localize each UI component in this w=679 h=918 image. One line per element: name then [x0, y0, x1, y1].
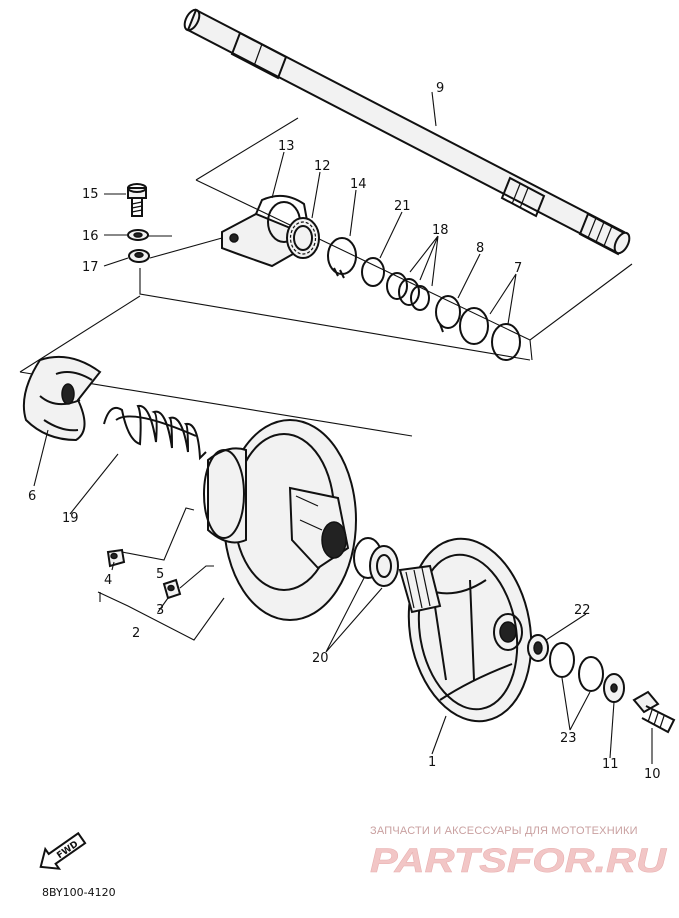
callout-14: 14 [350, 177, 367, 192]
callout-13: 13 [278, 139, 295, 154]
washer-part-11 [603, 673, 625, 703]
callout-15: 15 [82, 187, 99, 202]
washer-set-part-23 [549, 642, 604, 692]
ring-set-part-18 [386, 272, 430, 311]
callout-22: 22 [574, 603, 591, 618]
callout-2: 2 [132, 626, 140, 641]
callout-21: 21 [394, 199, 411, 214]
callout-10: 10 [644, 767, 661, 782]
collar-part-22 [527, 634, 549, 662]
nut-part-17 [128, 249, 150, 263]
fwd-label: FWD [55, 839, 80, 861]
bolt-part-10 [632, 690, 676, 734]
bolt-part-3 [162, 578, 182, 600]
circlip-part-8 [435, 295, 461, 333]
callout-20: 20 [312, 651, 329, 666]
callout-12: 12 [314, 159, 331, 174]
movable-sheave [203, 419, 357, 621]
callout-4: 4 [104, 573, 112, 588]
watermark-tagline: ЗАПЧАСТИ И АКСЕССУАРЫ ДЛЯ МОТОТЕХНИКИ [370, 825, 638, 837]
bolt-dashed-link [19, 235, 531, 437]
callout-23: 23 [560, 731, 577, 746]
callout-8: 8 [476, 241, 484, 256]
callout-11: 11 [602, 757, 619, 772]
callout-19: 19 [62, 511, 79, 526]
callout-labels: 9 13 12 14 21 18 8 7 15 16 17 6 19 4 5 3… [28, 81, 661, 782]
watermark-logo: PARTSFOR.RU [370, 842, 668, 880]
bearing-part-12 [286, 217, 320, 259]
callout-5: 5 [156, 567, 164, 582]
callout-18: 18 [432, 223, 449, 238]
diagram-code: 8BY100-4120 [42, 886, 116, 899]
bearing-holder-part-13 [221, 194, 309, 268]
ring-set-part-7 [459, 307, 521, 361]
spring-seat-cam-part-6 [22, 355, 102, 442]
spring-part-19 [103, 404, 207, 461]
washer-set-part-20 [353, 537, 399, 587]
watermark: ЗАПЧАСТИ И АКСЕССУАРЫ ДЛЯ МОТОТЕХНИКИ PA… [370, 825, 668, 880]
callout-9: 9 [436, 81, 444, 96]
callout-17: 17 [82, 260, 99, 275]
callout-1: 1 [428, 755, 436, 770]
shaft-part-9 [183, 8, 631, 256]
leader-lines [33, 91, 653, 764]
bolt-part-4 [106, 548, 126, 568]
washer-part-16 [127, 229, 149, 241]
fwd-arrow-icon: FWD [39, 831, 87, 870]
ring-part-21 [361, 257, 385, 287]
bolt-part-15 [127, 183, 147, 217]
callout-7: 7 [514, 261, 522, 276]
callout-3: 3 [156, 603, 164, 618]
small-parts-dashed-links [97, 507, 225, 641]
callout-16: 16 [82, 229, 99, 244]
fixed-sheave-part-1 [398, 537, 533, 723]
callout-6: 6 [28, 489, 36, 504]
circlip-part-14 [327, 237, 357, 279]
